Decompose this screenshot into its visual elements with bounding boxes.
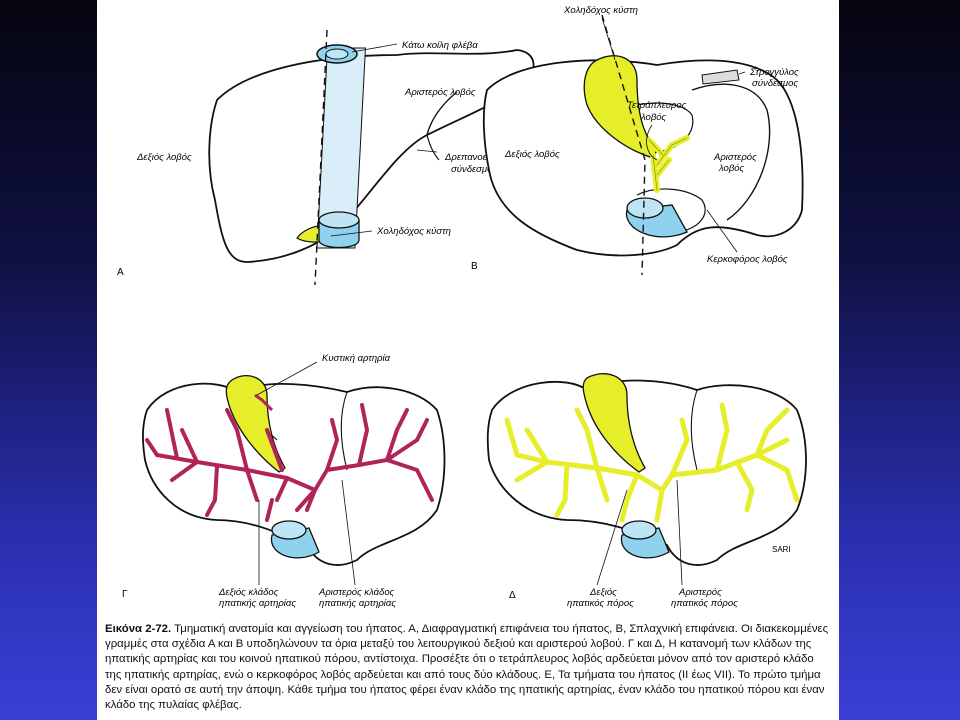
portal-vein-c-end [271, 520, 307, 540]
dashed-boundary-a [314, 29, 328, 286]
ivc-bottom-icon [318, 211, 360, 229]
liver-outline-b [482, 59, 804, 257]
liver-outline-c [142, 382, 446, 566]
gallbladder-d [582, 373, 646, 473]
round-ligament-icon [701, 69, 740, 85]
left-lobe-notch [426, 134, 440, 161]
leader-ivc [351, 43, 398, 53]
panel-letter-d: Δ [509, 590, 516, 601]
falciform-line [426, 91, 458, 136]
leader-left-branch [341, 479, 356, 586]
label-left-lobe-a: Αριστερός λοβός [404, 87, 476, 98]
ivc-top-inner [325, 48, 349, 60]
panel-a: Κάτω κοίλη φλέβα Αριστερός λοβός Δεξιός … [117, 29, 535, 286]
label-quadrate-2: λοβός [640, 112, 667, 123]
panel-d: Δεξιός ηπατικός πόρος Αριστερός ηπατικός… [486, 373, 807, 609]
label-right-duct-1: Δεξιός [589, 587, 617, 598]
leader-round [738, 71, 746, 75]
dashed-boundary-b [601, 14, 646, 276]
panel-letter-c: Γ [122, 589, 128, 600]
hepatic-artery-tree [145, 403, 434, 522]
label-right-branch-2: ηπατικής αρτηρίας [219, 598, 296, 609]
label-left-lobe-b-2: λοβός [718, 163, 745, 174]
label-round-ligament-2: σύνδεσμος [752, 78, 798, 89]
label-round-ligament-1: Στρογγύλος [749, 67, 799, 78]
label-ivc: Κάτω κοίλη φλέβα [402, 40, 478, 51]
leader-right-duct [596, 489, 628, 586]
panel-c: Κυστική αρτηρία Δεξιός κλάδος ηπατικής α… [122, 353, 446, 609]
leader-gb-b [601, 17, 616, 61]
label-gallbladder-b: Χοληδόχος κύστη [563, 5, 638, 16]
leader-caudate [706, 209, 738, 253]
bile-ducts-b-outline [648, 137, 688, 191]
artist-signature: SARI [772, 545, 791, 554]
label-right-duct-2: ηπατικός πόρος [567, 598, 634, 609]
caption-title: Εικόνα 2-72. [105, 623, 172, 635]
label-right-branch-1: Δεξιός κλάδος [218, 587, 279, 598]
leader-cystic [256, 361, 318, 396]
figure-caption: Εικόνα 2-72. Τμηματική ανατομία και αγγε… [105, 622, 833, 713]
leader-falciform [416, 149, 438, 153]
leader-left-duct [676, 479, 683, 586]
cystic-artery [254, 393, 274, 412]
label-falciform-1: Δρεπανοειδής [444, 152, 505, 163]
label-caudate: Κερκοφόρος λοβός [707, 254, 788, 265]
label-gallbladder-a: Χοληδόχος κύστη [376, 226, 451, 237]
label-left-branch-1: Αριστερός κλάδος [318, 587, 395, 598]
portal-vein-d-end [621, 520, 657, 540]
panel-letter-b: Β [471, 261, 478, 272]
label-left-duct-1: Αριστερός [678, 587, 722, 598]
panel-letter-a: Α [117, 267, 124, 278]
label-cystic-artery: Κυστική αρτηρία [322, 353, 391, 364]
label-falciform-2: σύνδεσμος [451, 164, 497, 175]
label-quadrate-1: Τετράπλευρος [627, 100, 687, 111]
segment-line-d1 [690, 389, 698, 471]
gallbladder-c [225, 375, 286, 473]
leader-quadrate [646, 124, 658, 161]
label-right-lobe-a: Δεξιός λοβός [136, 152, 192, 163]
portal-vein-b-end [626, 197, 664, 219]
liver-illustrations: Κάτω κοίλη φλέβα Αριστερός λοβός Δεξιός … [117, 5, 807, 609]
label-left-lobe-b-1: Αριστερός [713, 152, 757, 163]
figure-page: Κάτω κοίλη φλέβα Αριστερός λοβός Δεξιός … [97, 0, 839, 720]
left-lobe-contour-b [691, 83, 771, 221]
leader-gb-a [330, 230, 373, 237]
panel-b: Χοληδόχος κύστη Στρογγύλος σύνδεσμος Τετ… [471, 5, 804, 276]
label-left-duct-2: ηπατικός πόρος [671, 598, 738, 609]
label-right-lobe-b: Δεξιός λοβός [504, 149, 560, 160]
label-left-branch-2: ηπατικής αρτηρίας [319, 598, 396, 609]
bile-duct-tree [504, 402, 800, 523]
caption-text: Τμηματική ανατομία και αγγείωση του ήπατ… [105, 623, 829, 712]
segment-line-c1 [340, 391, 348, 471]
